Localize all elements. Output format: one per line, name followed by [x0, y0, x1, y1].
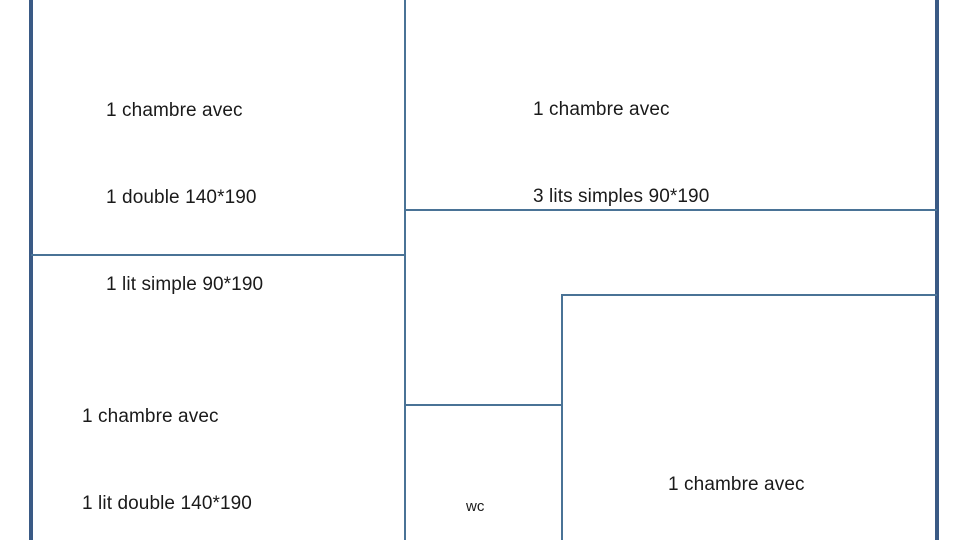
room-label-bedroom-top-left: 1 chambre avec 1 double 140*190 1 lit si…: [106, 38, 263, 357]
room-label-line: 1 chambre avec: [533, 99, 670, 120]
room-label-line: 1 double 140*190: [106, 187, 257, 208]
wall-partition-top-right-horizontal: [404, 209, 937, 211]
room-label-line: 3 lits simples 90*190: [533, 186, 710, 207]
room-label-line: 1 chambre avec: [668, 474, 805, 495]
room-zone-wc[interactable]: [406, 406, 561, 540]
wall-partition-wc-top-horizontal: [404, 404, 563, 406]
wall-partition-bottom-right-horizontal: [561, 294, 937, 296]
room-label-line: 1 chambre avec: [82, 406, 219, 427]
room-label-bedroom-bottom-left: 1 chambre avec 1 lit double 140*190 2 li…: [82, 344, 298, 540]
room-label-wc: wc: [466, 498, 485, 515]
wall-partition-central-vertical: [404, 0, 406, 540]
wall-exterior-left: [29, 0, 33, 540]
room-label-line: 1 lit simple 90*190: [106, 274, 264, 295]
room-label-line: 1 lit double 140*190: [82, 493, 252, 514]
wall-exterior-right: [935, 0, 939, 540]
room-label-bedroom-top-right: 1 chambre avec 3 lits simples 90*190: [533, 37, 709, 269]
wall-partition-left-horizontal: [31, 254, 406, 256]
room-label-bedroom-bottom-right: 1 chambre avec 1 lit 140*190: [668, 412, 805, 540]
wall-partition-bottom-right-vertical: [561, 294, 563, 540]
room-label-line: 1 chambre avec: [106, 100, 243, 121]
